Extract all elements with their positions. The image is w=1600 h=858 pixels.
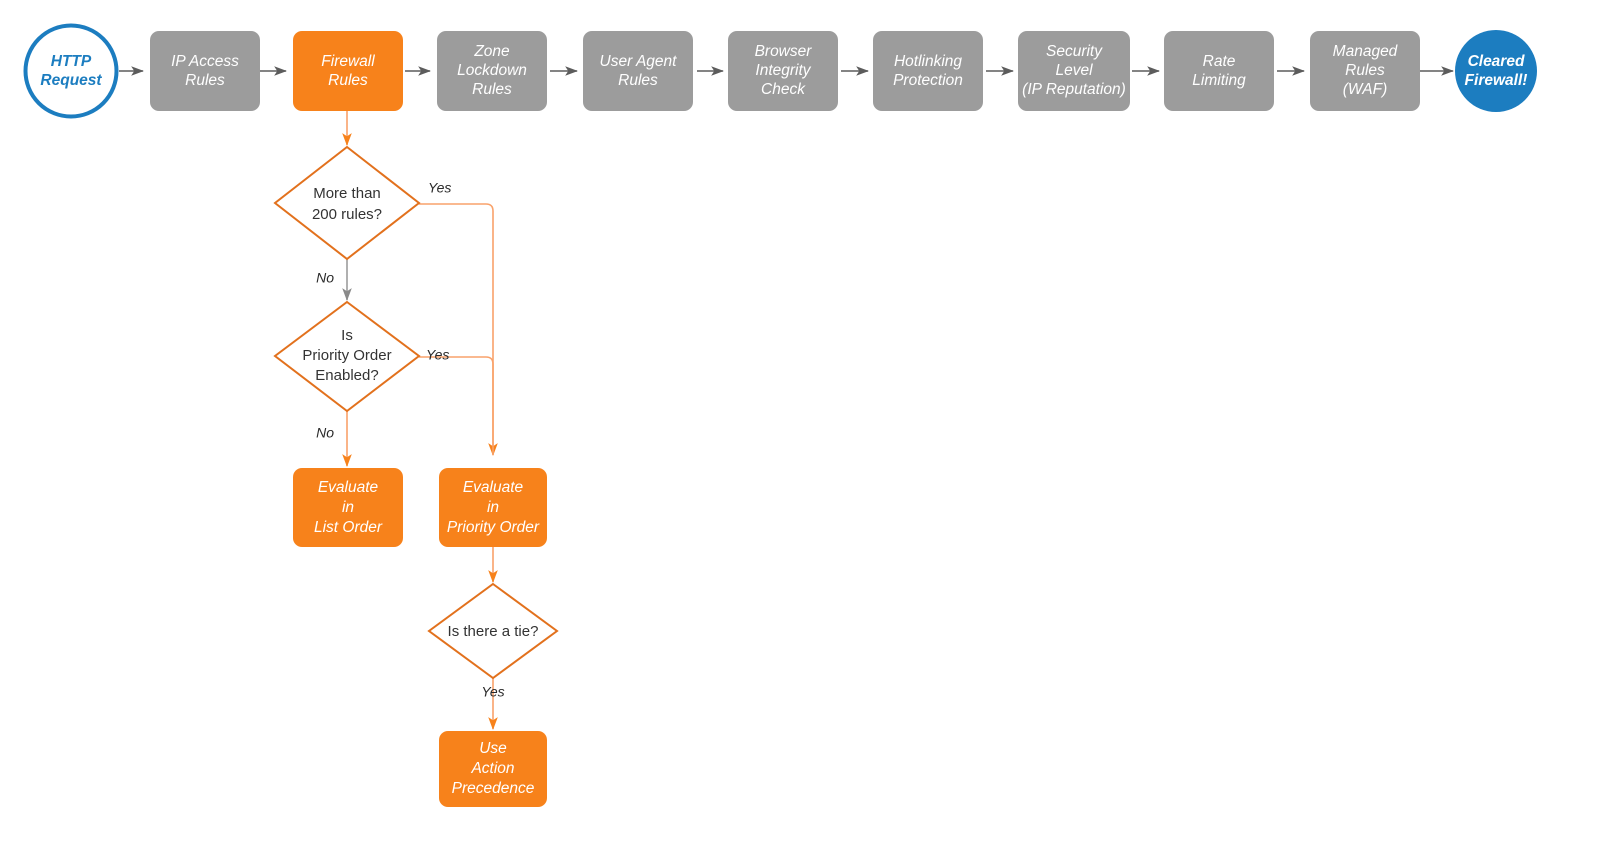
edge-label-no-200: No	[316, 270, 334, 286]
node-decision-is-there-a-tie[interactable]: Is there a tie?	[427, 582, 559, 680]
edge-decision-priority-yes	[419, 356, 494, 455]
edge-decision200-yes	[419, 203, 498, 456]
branch-connectors: Is Priority Order Enabled? --> joins ver…	[342, 110, 498, 730]
edge-label-yes-tie: Yes	[481, 684, 504, 700]
edge-label-no-priority: No	[316, 425, 334, 441]
node-decision-is-there-a-tie-label: Is there a tie?	[448, 623, 539, 640]
edge-label-yes-200: Yes	[428, 180, 451, 196]
edge-label-yes-priority: Yes	[426, 347, 449, 363]
